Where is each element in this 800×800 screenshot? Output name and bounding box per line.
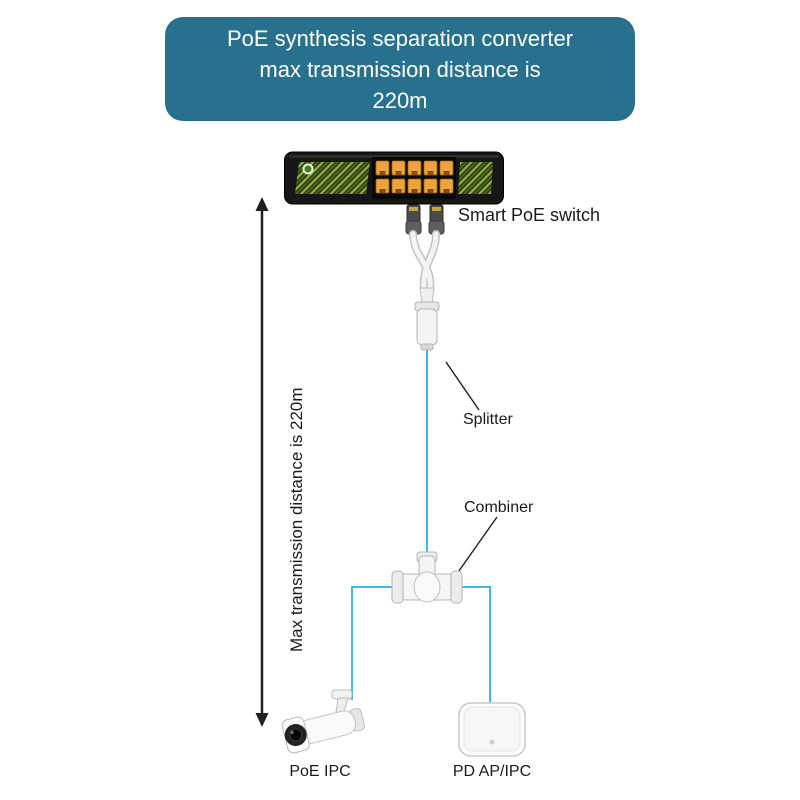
combiner-to-camera-line (351, 586, 395, 700)
banner-line-2: max transmission distance is (259, 56, 541, 82)
bullet-camera-icon (281, 689, 366, 754)
distance-arrow (255, 197, 269, 727)
poe-camera-image (276, 688, 380, 765)
banner-line-3: 220m (372, 87, 428, 113)
combiner-icon (391, 551, 463, 604)
splitter-pointer-line (445, 361, 480, 411)
splitter-cable-image (390, 204, 466, 359)
distance-label: Max transmission distance is 220m (287, 387, 306, 652)
access-point-icon (458, 702, 526, 757)
combiner-label: Combiner (464, 499, 534, 516)
banner-line-1: PoE synthesis separation converter (226, 25, 574, 51)
splitter-cable-icon (405, 204, 445, 351)
combiner-pointer-line (453, 516, 498, 579)
ap-label: PD AP/IPC (452, 763, 532, 780)
switch-label: Smart PoE switch (458, 205, 601, 225)
poe-switch-icon (284, 151, 504, 205)
title-banner: PoE synthesis separation converter max t… (165, 17, 635, 121)
splitter-label: Splitter (463, 411, 513, 428)
combiner-to-ap-line (459, 586, 491, 706)
poe-switch-image (284, 150, 504, 213)
combiner-image (390, 550, 464, 621)
camera-label: PoE IPC (289, 763, 351, 780)
ap-device-image (456, 700, 528, 765)
